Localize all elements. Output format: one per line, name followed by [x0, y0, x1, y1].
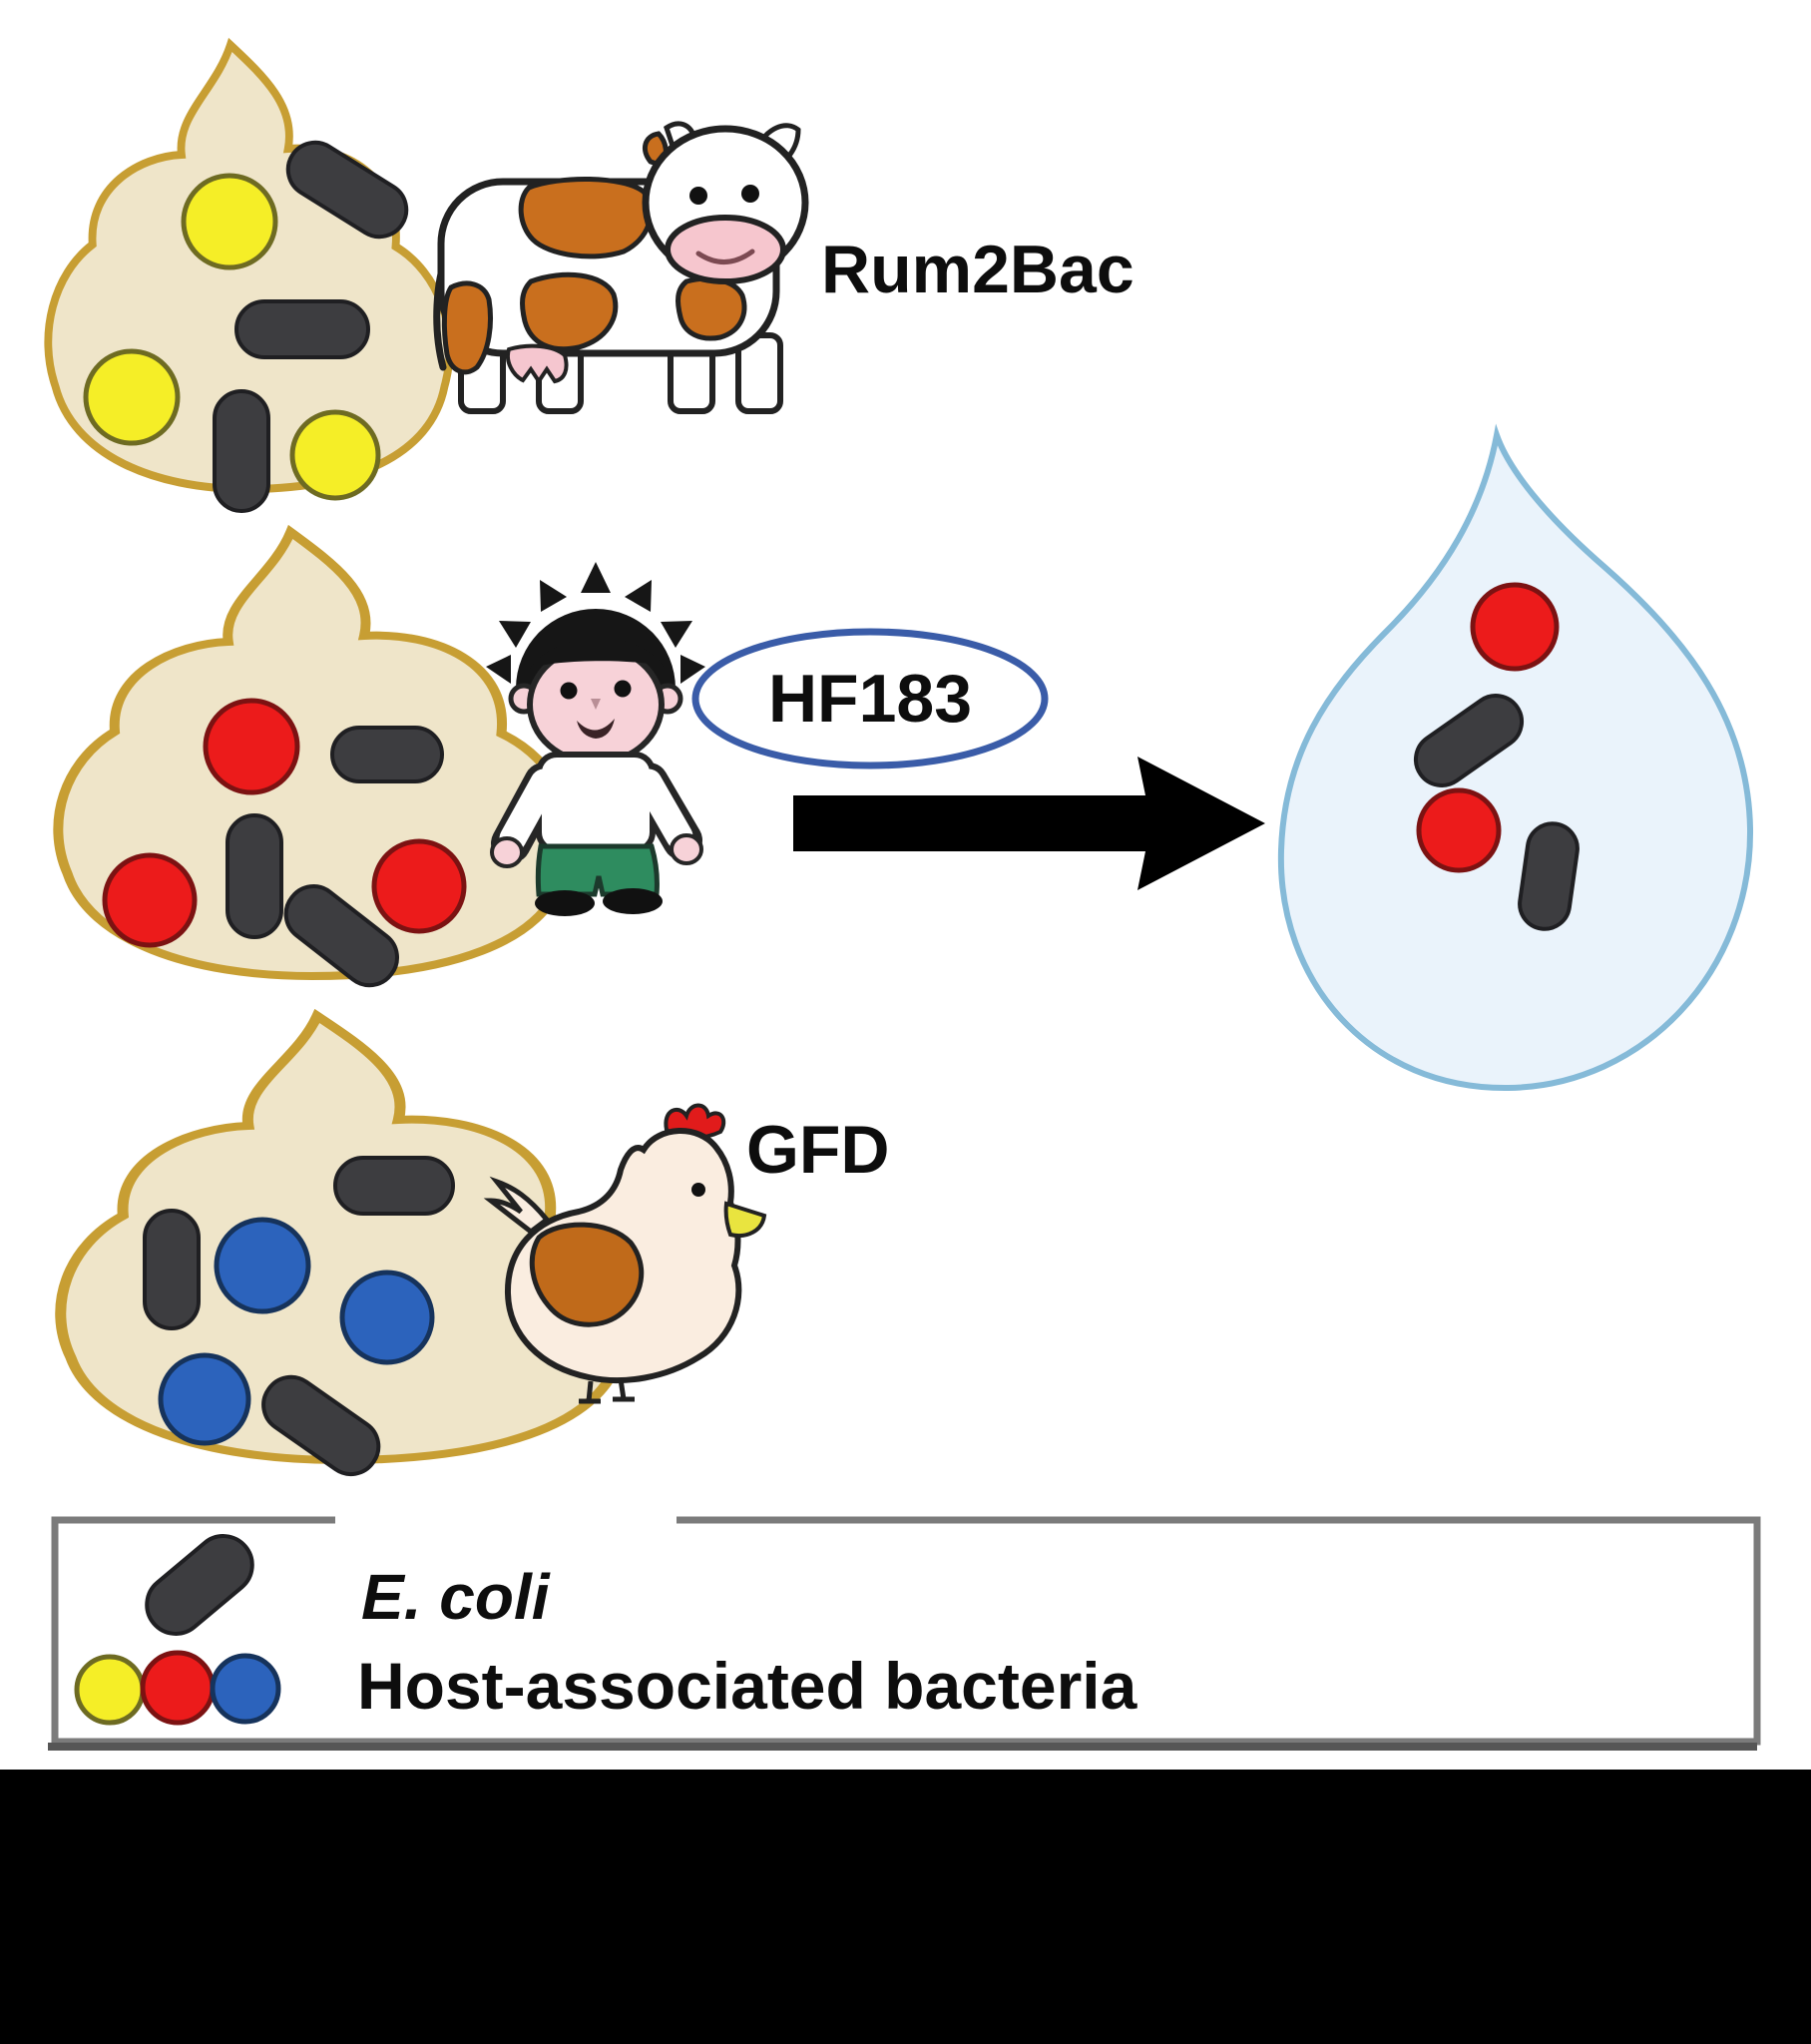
boy-fringe [530, 638, 664, 669]
boy [486, 562, 705, 916]
chicken-beak [723, 1201, 767, 1238]
cow-smile [695, 249, 755, 264]
cow-eye [689, 187, 707, 205]
chicken-tail [483, 1176, 551, 1236]
e-coli-rod [1413, 694, 1525, 787]
cow-eye [741, 185, 759, 203]
host-bacteria-yellow-icon [74, 1654, 146, 1726]
e-coli-rod [261, 1374, 381, 1477]
e-coli-rod [333, 1156, 455, 1216]
boy-arm [499, 768, 558, 852]
legend-ecoli-label: E. coli [361, 1561, 551, 1633]
host-bacteria-dot [214, 1217, 311, 1314]
e-coli-rod [283, 884, 399, 988]
cow-patches [441, 177, 747, 375]
cattle-marker-label: Rum2Bac [821, 232, 1134, 307]
boy-shorts [535, 843, 660, 897]
e-coli-rod [213, 389, 270, 513]
host-bacteria-dot [289, 409, 381, 501]
chicken-wing [529, 1222, 645, 1327]
e-coli-rod [234, 299, 370, 359]
boy-shoe [603, 888, 663, 914]
boy-hand [670, 833, 703, 865]
boy-arm [635, 768, 693, 850]
human-marker-label: HF183 [768, 661, 972, 737]
droplet-contents [1413, 582, 1580, 931]
host-bacteria-red-icon [140, 1650, 216, 1726]
host-bacteria-dot [181, 173, 278, 270]
e-coli-rod [226, 813, 283, 939]
host-bacteria-dot [1416, 787, 1502, 873]
droplet-shape [1277, 423, 1754, 1092]
legend: E. coli Host-associated bacteria [48, 1495, 1761, 1751]
flow-arrow [793, 757, 1265, 890]
legend-box [51, 1516, 1761, 1746]
human-marker-callout: HF183 [691, 628, 1049, 769]
e-coli-rod [330, 726, 444, 783]
human-pile-contents [102, 698, 467, 988]
cattle-pile-contents [83, 140, 409, 513]
cattle-bacteria-dots [83, 173, 381, 501]
host-bacteria-dot [158, 1352, 251, 1446]
e-coli-rod [143, 1209, 201, 1330]
boy-shirt [536, 752, 656, 853]
boy-mouth [577, 719, 615, 739]
marker-oval [691, 628, 1049, 769]
legend-box-shadow [48, 1743, 1757, 1751]
boy-shoe [535, 890, 595, 916]
host-bacteria-dot [371, 838, 467, 934]
boy-hair-spikes [486, 562, 705, 684]
water-droplet [1277, 423, 1754, 1092]
e-coli-rod [1518, 821, 1580, 931]
poultry-feces-pile [61, 1016, 627, 1477]
host-bacteria-dot [339, 1270, 435, 1365]
host-bacteria-dot [102, 852, 198, 948]
host-bacteria-blue-icon [210, 1653, 281, 1725]
host-bacteria-dot [1470, 582, 1560, 672]
legend-host-label: Host-associated bacteria [357, 1649, 1138, 1723]
boy-hand [490, 836, 524, 868]
host-bacteria-dot [83, 348, 181, 446]
cattle-feces-pile [48, 45, 449, 513]
e-coli-rod-icon [145, 1534, 254, 1636]
human-bacteria-dots [102, 698, 467, 948]
boy-nose [591, 699, 601, 710]
chicken-eye [691, 1183, 705, 1197]
cow-udder [506, 343, 569, 385]
host-bacteria-dot [203, 698, 300, 795]
cow [433, 121, 809, 414]
legend-text-backing [335, 1495, 677, 1547]
chicken [483, 1103, 767, 1404]
cow-muzzle [665, 215, 786, 284]
poultry-bacteria-dots [158, 1217, 435, 1446]
chicken-feet [579, 1378, 635, 1404]
poultry-pile-contents [143, 1156, 455, 1477]
poultry-marker-label: GFD [746, 1112, 890, 1188]
boy-eye [614, 680, 632, 698]
human-feces-pile [58, 532, 570, 988]
e-coli-rod [285, 140, 409, 240]
bottom-black-bar [0, 1770, 1811, 2044]
boy-eye [560, 682, 578, 700]
